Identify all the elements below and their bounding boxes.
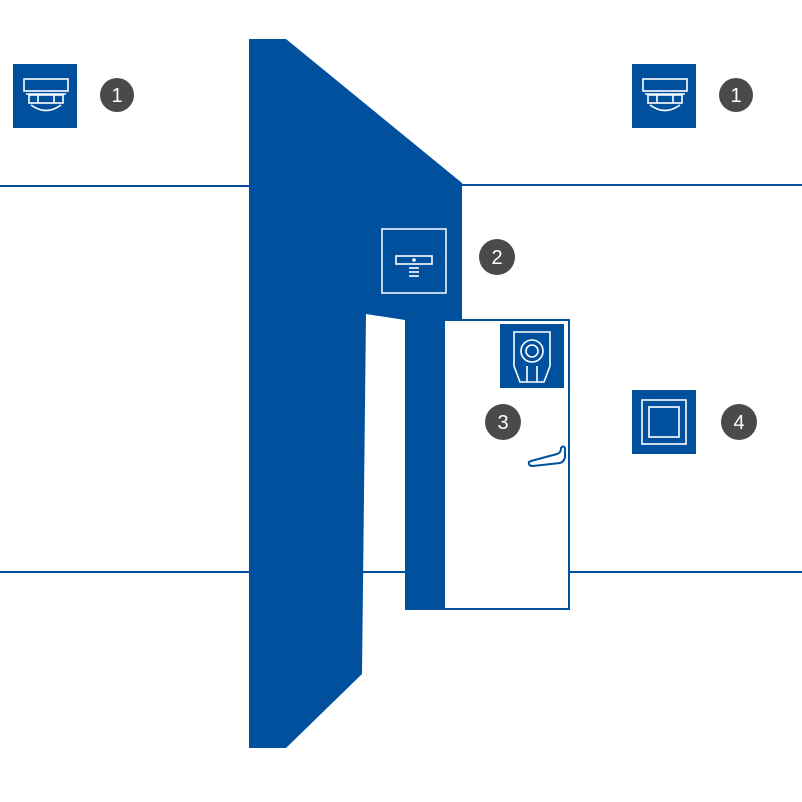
smoke-detector-left <box>13 64 77 128</box>
callout-badge-4: 4 <box>721 404 757 440</box>
release-button-icon <box>641 399 687 445</box>
door-hold-magnet-icon <box>395 255 433 277</box>
callout-badge-1-left: 1 <box>100 78 134 112</box>
door-hold-magnet <box>381 228 447 294</box>
smoke-detector-icon <box>642 78 688 112</box>
callout-number: 4 <box>733 412 744 434</box>
callout-number: 2 <box>491 247 502 269</box>
release-button <box>632 390 696 454</box>
door-closer-icon <box>513 331 551 383</box>
callout-number: 1 <box>730 85 741 107</box>
callout-number: 1 <box>111 85 122 107</box>
callout-badge-2: 2 <box>479 239 515 275</box>
wall-frame <box>249 39 462 748</box>
callout-badge-1-right: 1 <box>719 78 753 112</box>
smoke-detector-icon <box>23 78 69 112</box>
smoke-detector-right <box>632 64 696 128</box>
door-handle <box>527 445 566 468</box>
callout-badge-3: 3 <box>485 404 521 440</box>
callout-number: 3 <box>497 412 508 434</box>
door-closer <box>500 324 564 388</box>
